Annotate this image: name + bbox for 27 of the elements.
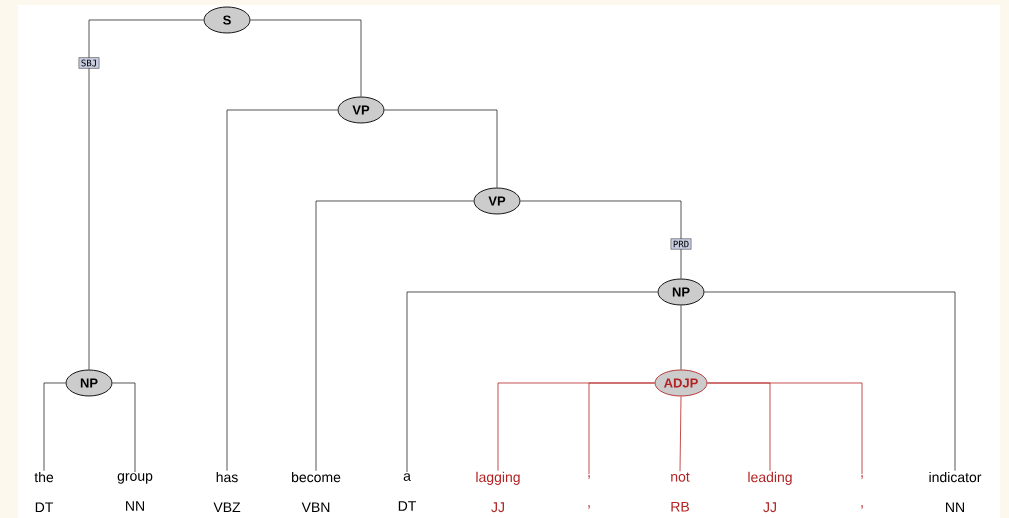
- tree-branch: [704, 291, 956, 472]
- word-with-tag: indicator NN: [929, 471, 982, 513]
- tree-branch: [406, 291, 658, 473]
- word-with-tag: not RB: [671, 472, 690, 512]
- word-with-tag: , ,: [588, 475, 590, 509]
- tree-branch: [384, 109, 498, 188]
- tree-branch: [588, 382, 655, 475]
- word-with-tag: , ,: [861, 475, 863, 509]
- tree-branch: [707, 382, 863, 475]
- tree-branch: [250, 19, 362, 97]
- word-with-tag: leading JJ: [748, 471, 792, 513]
- word-with-tag: has VBZ: [213, 471, 241, 513]
- tree-branch: [112, 382, 136, 473]
- word-with-tag: lagging JJ: [476, 471, 520, 513]
- tree-branch: [226, 109, 338, 472]
- word-with-tag: group NN: [117, 473, 153, 511]
- tree-branch: [520, 200, 682, 279]
- word-with-tag: become VBN: [292, 471, 341, 513]
- word-with-tag: a DT: [398, 473, 416, 511]
- tree-branch: [315, 200, 474, 472]
- tree-branch: [43, 382, 66, 472]
- tree-branch: [680, 305, 682, 370]
- edge-label: SBJ: [78, 57, 100, 69]
- tree-branch: [88, 19, 204, 370]
- word-with-tag: the DT: [34, 471, 54, 513]
- tree-branch: [679, 396, 682, 472]
- edge-label: PRD: [670, 238, 692, 250]
